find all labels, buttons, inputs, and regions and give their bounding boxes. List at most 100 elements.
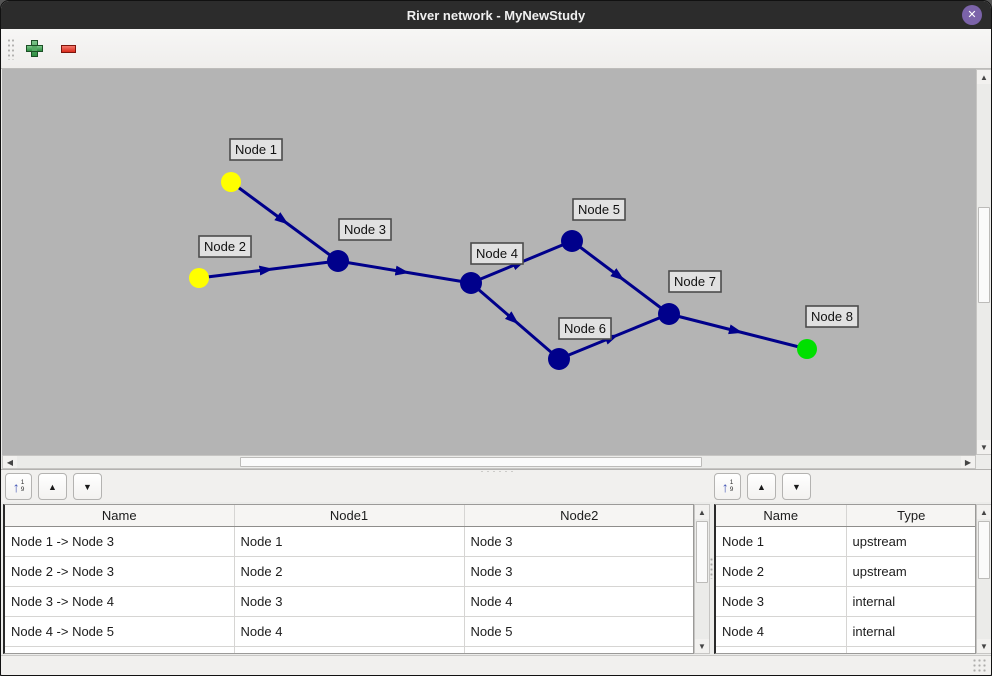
table-cell[interactable] bbox=[716, 646, 847, 653]
table-cell[interactable]: Node 1 bbox=[716, 526, 847, 557]
down-triangle-icon: ▼ bbox=[83, 481, 92, 492]
table-cell[interactable]: Node 4 bbox=[234, 616, 465, 647]
node-label: Node 1 bbox=[229, 138, 283, 161]
scroll-right-icon[interactable]: ▶ bbox=[961, 456, 975, 468]
table-cell[interactable]: Node 1 bbox=[234, 526, 465, 557]
branch-edge[interactable] bbox=[470, 281, 560, 361]
scroll-down-icon[interactable]: ▼ bbox=[977, 639, 991, 653]
network-node[interactable] bbox=[548, 348, 570, 370]
tables-splitter-grip[interactable] bbox=[709, 557, 714, 579]
down-triangle-icon: ▼ bbox=[792, 481, 801, 492]
table-cell[interactable]: Node 4 -> Node 5 bbox=[5, 616, 235, 647]
table-cell[interactable] bbox=[5, 646, 235, 653]
table-cell[interactable] bbox=[464, 646, 693, 653]
table-cell[interactable]: Node 3 bbox=[716, 586, 847, 617]
network-node[interactable] bbox=[460, 272, 482, 294]
close-icon[interactable]: ✕ bbox=[962, 5, 982, 25]
table-cell[interactable]: Node 4 bbox=[716, 616, 847, 647]
table-cell[interactable]: Node 1 -> Node 3 bbox=[5, 526, 235, 557]
node-label: Node 3 bbox=[338, 218, 392, 241]
canvas-vscrollbar[interactable]: ▲ ▼ bbox=[976, 69, 991, 455]
table-cell[interactable]: upstream bbox=[846, 556, 975, 587]
up-triangle-icon: ▲ bbox=[757, 481, 766, 492]
branch-edge[interactable] bbox=[668, 312, 808, 351]
canvas-vscroll-thumb[interactable] bbox=[978, 207, 990, 303]
resize-grip-icon[interactable] bbox=[972, 658, 987, 673]
nodes-move-down-button[interactable]: ▼ bbox=[782, 473, 811, 500]
column-header: Type bbox=[846, 505, 975, 527]
network-node[interactable] bbox=[327, 250, 349, 272]
network-node[interactable] bbox=[658, 303, 680, 325]
scroll-down-icon[interactable]: ▼ bbox=[695, 639, 709, 653]
table-cell[interactable]: internal bbox=[846, 586, 975, 617]
scroll-down-icon[interactable]: ▼ bbox=[977, 440, 991, 454]
table-cell[interactable]: Node 5 bbox=[464, 616, 693, 647]
branches-move-up-button[interactable]: ▲ bbox=[38, 473, 67, 500]
nodes-table-vscrollbar[interactable]: ▲ ▼ bbox=[976, 504, 991, 654]
branch-edge[interactable] bbox=[558, 312, 670, 361]
svg-text:Node 8: Node 8 bbox=[811, 309, 853, 324]
table-cell[interactable]: upstream bbox=[846, 526, 975, 557]
table-cell[interactable]: Node 4 bbox=[464, 586, 693, 617]
table-cell[interactable]: Node 3 bbox=[464, 556, 693, 587]
table-cell[interactable]: Node 2 bbox=[234, 556, 465, 587]
node-label: Node 4 bbox=[470, 242, 524, 265]
nodes-vscroll-thumb[interactable] bbox=[978, 521, 990, 579]
title-bar: River network - MyNewStudy ✕ bbox=[1, 1, 991, 29]
table-cell[interactable]: Node 2 bbox=[716, 556, 847, 587]
node-label: Node 5 bbox=[572, 198, 626, 221]
network-node[interactable] bbox=[561, 230, 583, 252]
svg-text:Node 7: Node 7 bbox=[674, 274, 716, 289]
svg-text:Node 2: Node 2 bbox=[204, 239, 246, 254]
toolbar-grip[interactable] bbox=[7, 37, 15, 60]
table-cell[interactable] bbox=[846, 646, 975, 653]
scroll-up-icon[interactable]: ▲ bbox=[977, 70, 991, 84]
network-node[interactable] bbox=[797, 339, 817, 359]
svg-text:Node 3: Node 3 bbox=[344, 222, 386, 237]
table-cell[interactable]: Node 2 -> Node 3 bbox=[5, 556, 235, 587]
table-row[interactable] bbox=[716, 646, 975, 653]
table-cell[interactable]: Node 3 -> Node 4 bbox=[5, 586, 235, 617]
table-row[interactable] bbox=[5, 646, 693, 653]
table-cell[interactable]: Node 3 bbox=[234, 586, 465, 617]
branches-table-vscrollbar[interactable]: ▲ ▼ bbox=[694, 504, 710, 654]
table-cell[interactable]: Node 3 bbox=[464, 526, 693, 557]
canvas-hscroll-thumb[interactable] bbox=[240, 457, 702, 467]
branches-move-down-button[interactable]: ▼ bbox=[73, 473, 102, 500]
scroll-up-icon[interactable]: ▲ bbox=[977, 505, 991, 519]
network-node[interactable] bbox=[221, 172, 241, 192]
network-canvas[interactable]: Node 1 Node 2 Node 3 Node 4 Node 5 Node 6 Node… bbox=[2, 69, 976, 455]
branches-vscroll-thumb[interactable] bbox=[696, 521, 708, 583]
node-label: Node 6 bbox=[558, 317, 612, 340]
scroll-up-icon[interactable]: ▲ bbox=[695, 505, 709, 519]
add-plus-icon bbox=[25, 40, 43, 57]
svg-text:Node 1: Node 1 bbox=[235, 142, 277, 157]
branch-edge[interactable] bbox=[337, 259, 472, 285]
add-button[interactable] bbox=[21, 36, 47, 62]
window-title: River network - MyNewStudy bbox=[406, 7, 586, 23]
branch-edge[interactable] bbox=[571, 239, 670, 316]
branch-edge[interactable] bbox=[230, 180, 339, 263]
canvas-hscrollbar[interactable]: ◀ ▶ bbox=[2, 455, 976, 469]
table-cell[interactable] bbox=[234, 646, 465, 653]
branch-edge[interactable] bbox=[198, 259, 339, 280]
scroll-left-icon[interactable]: ◀ bbox=[3, 456, 17, 468]
column-header: Name bbox=[5, 505, 235, 527]
network-node[interactable] bbox=[189, 268, 209, 288]
nodes-move-up-button[interactable]: ▲ bbox=[747, 473, 776, 500]
table-cell[interactable]: internal bbox=[846, 616, 975, 647]
remove-button[interactable] bbox=[55, 36, 81, 62]
